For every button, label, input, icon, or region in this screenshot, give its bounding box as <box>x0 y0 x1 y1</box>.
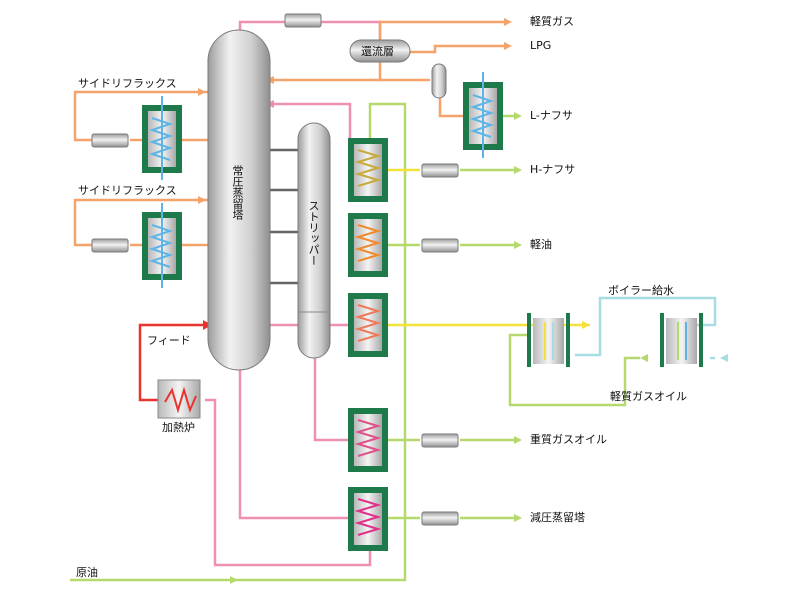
reflux-drum-label: 還流層 <box>361 45 394 58</box>
heat-exchanger-boiler-2 <box>660 313 703 367</box>
output-kerosene: 軽油 <box>530 238 552 251</box>
heat-exchanger-vacuum <box>348 487 388 551</box>
side-reflux-1-label: サイドリフラックス <box>78 77 177 90</box>
pink-stripper-bottom <box>313 355 350 442</box>
heat-exchanger-side-1 <box>142 96 182 180</box>
flow-meters <box>91 13 459 526</box>
heat-exchanger-h-naphtha <box>348 138 388 202</box>
reflux-return-line <box>270 62 382 82</box>
light-gas-line <box>378 20 505 40</box>
heat-exchanger-side-2 <box>142 203 182 288</box>
atmospheric-column <box>207 29 271 371</box>
output-heavy-gas-oil: 重質ガスオイル <box>530 433 607 446</box>
output-h-naphtha: H-ナフサ <box>530 163 576 176</box>
heat-exchanger-heavy-gas-oil <box>348 408 388 472</box>
pink-return <box>205 398 372 567</box>
output-vacuum-column: 減圧蒸留塔 <box>530 511 585 524</box>
side-reflux-1-line <box>73 90 210 142</box>
feed-label: フィード <box>147 334 191 347</box>
flow-arrows <box>198 18 728 584</box>
pink-top-line <box>270 102 352 140</box>
reflux-drum <box>349 39 411 63</box>
feed-line <box>138 323 205 402</box>
separator-vessel <box>431 63 447 99</box>
heat-exchanger-l-naphtha <box>463 72 503 158</box>
lpg-line <box>405 44 505 54</box>
heat-exchanger-mid <box>348 293 388 357</box>
pink-column-bottom <box>238 370 350 520</box>
boiler-feed-water-label: ボイラー給水 <box>608 284 674 297</box>
light-gas-oil-loop-label: 軽質ガスオイル <box>610 390 687 403</box>
furnace-label: 加熱炉 <box>162 421 195 434</box>
heat-exchanger-boiler-1 <box>527 313 570 367</box>
lgo-loop-line <box>508 333 640 407</box>
output-l-naphtha: L-ナフサ <box>530 109 573 122</box>
heat-exchanger-kerosene <box>348 213 388 277</box>
output-light-gas: 軽質ガス <box>530 15 574 28</box>
output-lpg: LPG <box>530 39 552 52</box>
atmospheric-column-label: 常圧蒸留塔 <box>231 165 244 220</box>
stripper-column <box>297 122 331 359</box>
side-reflux-2-line <box>73 198 210 247</box>
stripper-label: ストリッパー <box>307 200 320 266</box>
furnace <box>157 379 201 419</box>
side-reflux-2-label: サイドリフラックス <box>78 184 177 197</box>
crude-line <box>70 102 407 582</box>
crude-oil-label: 原油 <box>76 566 98 579</box>
